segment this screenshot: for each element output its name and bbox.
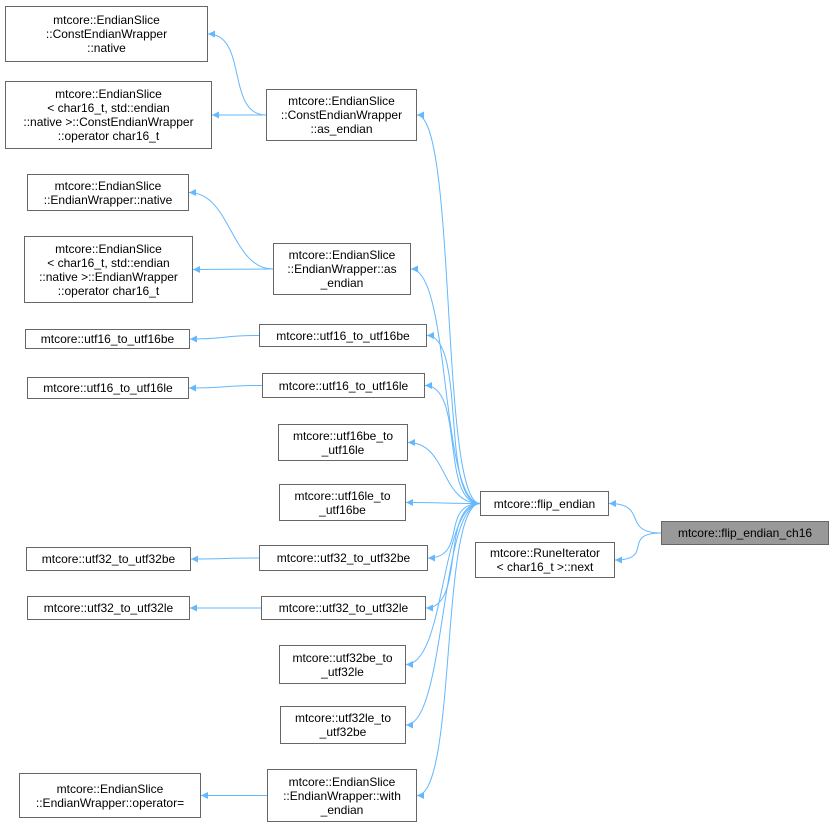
node-endian-wrapper-native[interactable]: mtcore::EndianSlice ::EndianWrapper::nat… <box>27 174 189 211</box>
node-endian-wrapper-operator-char16[interactable]: mtcore::EndianSlice < char16_t, std::end… <box>24 236 193 303</box>
node-flip-endian[interactable]: mtcore::flip_endian <box>480 491 609 516</box>
node-utf32-to-utf32be[interactable]: mtcore::utf32_to_utf32be <box>259 545 428 571</box>
node-endian-wrapper-as-endian[interactable]: mtcore::EndianSlice ::EndianWrapper::as … <box>273 243 411 295</box>
edge-u16_u16be_l-u16_u16be <box>189 335 260 343</box>
node-endian-wrapper-operator-assign[interactable]: mtcore::EndianSlice ::EndianWrapper::ope… <box>19 773 201 818</box>
edge-ew_as_endian-flip_endian <box>410 265 481 504</box>
node-utf16-to-utf16le[interactable]: mtcore::utf16_to_utf16le <box>262 373 425 398</box>
node-endian-wrapper-with-endian[interactable]: mtcore::EndianSlice ::EndianWrapper::wit… <box>267 769 417 822</box>
edge-u16be_u16le-flip_endian <box>407 439 481 504</box>
node-utf16-to-utf16be-caller[interactable]: mtcore::utf16_to_utf16be <box>25 329 190 349</box>
node-const-endian-wrapper-native[interactable]: mtcore::EndianSlice ::ConstEndianWrapper… <box>5 6 208 62</box>
edge-cew_as_endian-flip_endian <box>416 111 481 504</box>
edge-cew_native-cew_as_endian <box>207 30 267 116</box>
edge-u32_u32be-flip_endian <box>427 503 481 562</box>
edge-u16_u16le-flip_endian <box>424 382 481 504</box>
node-utf32le-to-utf32be[interactable]: mtcore::utf32le_to _utf32be <box>280 706 406 744</box>
edge-u16_u16be-flip_endian <box>426 332 481 504</box>
edge-ew_native-ew_as_endian <box>188 189 274 270</box>
node-utf32-to-utf32le[interactable]: mtcore::utf32_to_utf32le <box>261 596 426 620</box>
edge-u32le_u32be-flip_endian <box>405 503 481 729</box>
node-utf16-to-utf16le-caller[interactable]: mtcore::utf16_to_utf16le <box>27 377 189 399</box>
edge-u16le_u16be-flip_endian <box>405 499 481 507</box>
edge-flip_endian-flip_endian_ch16 <box>608 500 662 534</box>
node-utf32-to-utf32be-caller[interactable]: mtcore::utf32_to_utf32be <box>26 547 191 571</box>
node-utf16le-to-utf16be[interactable]: mtcore::utf16le_to _utf16be <box>279 484 406 521</box>
edge-u32_u32be_l-u32_u32be <box>190 555 260 563</box>
edge-ew_with_endian-flip_endian <box>416 503 481 799</box>
node-utf32-to-utf32le-caller[interactable]: mtcore::utf32_to_utf32le <box>27 596 190 620</box>
node-rune-iterator-next[interactable]: mtcore::RuneIterator < char16_t >::next <box>475 542 615 578</box>
edge-u32be_u32le-flip_endian <box>405 503 481 668</box>
node-const-endian-wrapper-as-endian[interactable]: mtcore::EndianSlice ::ConstEndianWrapper… <box>266 89 417 141</box>
node-utf32be-to-utf32le[interactable]: mtcore::utf32be_to _utf32le <box>279 645 406 684</box>
node-utf16be-to-utf16le[interactable]: mtcore::utf16be_to _utf16le <box>278 424 408 461</box>
edge-u16_u16le_l-u16_u16le <box>188 384 263 392</box>
node-const-endian-wrapper-operator-char16[interactable]: mtcore::EndianSlice < char16_t, std::end… <box>5 81 212 149</box>
edge-rune_next-flip_endian_ch16 <box>614 532 662 564</box>
node-flip-endian-ch16-focus: mtcore::flip_endian_ch16 <box>661 521 829 545</box>
node-utf16-to-utf16be[interactable]: mtcore::utf16_to_utf16be <box>259 324 427 347</box>
edge-ew_op-ew_as_endian <box>192 265 274 273</box>
